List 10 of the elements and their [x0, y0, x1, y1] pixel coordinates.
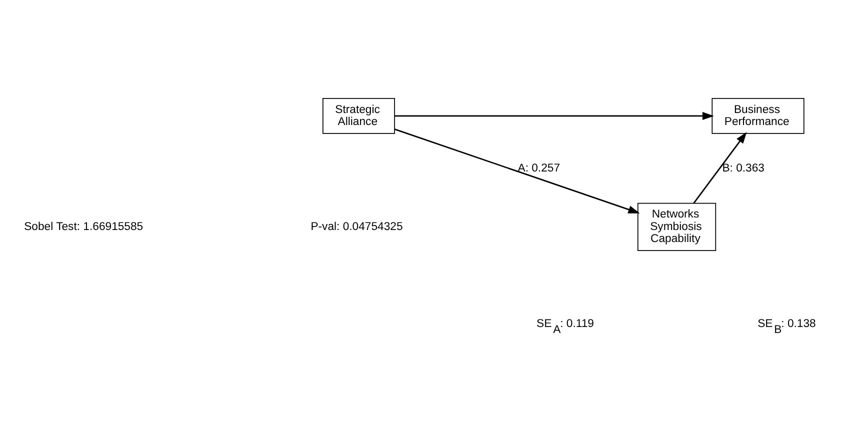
label: P-val: 0.04754325	[310, 220, 403, 233]
node-box: Networks Symbiosis Capability	[637, 202, 716, 251]
edge-label: A: 0.257	[518, 162, 560, 174]
node-box: Strategic Alliance	[322, 98, 395, 134]
label: Sobel Test: 1.66915585	[24, 220, 144, 233]
arrow	[394, 112, 714, 120]
arrow	[693, 132, 747, 204]
arrow	[394, 128, 640, 214]
edge-label: B: 0.363	[722, 162, 764, 174]
node-box: Business Performance	[712, 98, 804, 134]
